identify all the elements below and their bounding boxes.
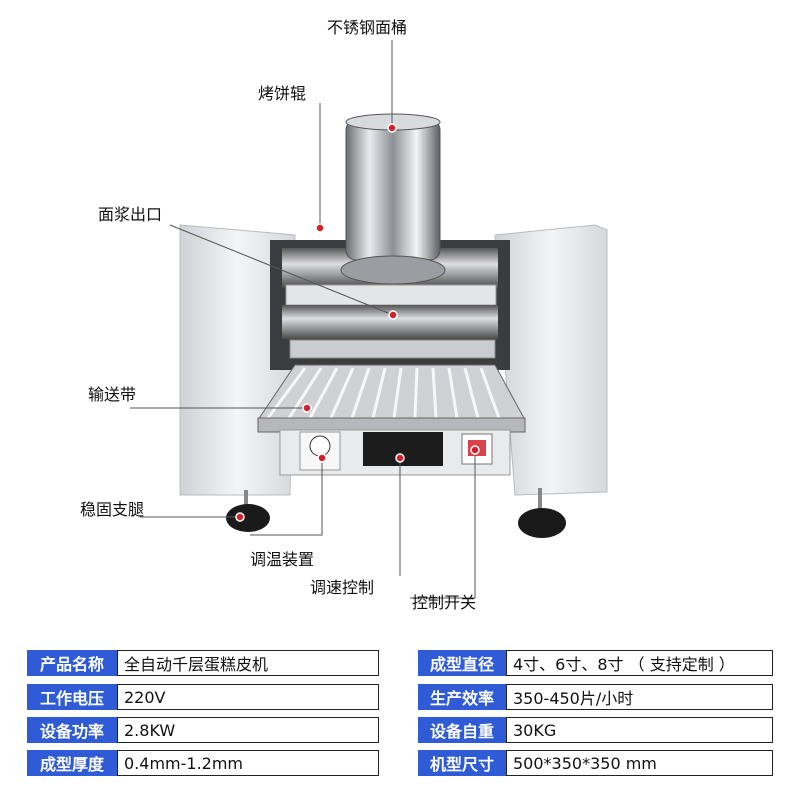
markers — [235, 123, 480, 522]
callout-switch: 控制开关 — [412, 593, 477, 612]
conveyor-slat — [308, 367, 339, 419]
callout-temp-control: 调温装置 — [250, 550, 315, 569]
spec-value: 30KG — [506, 717, 773, 743]
conveyor-slat — [287, 367, 323, 419]
stainless-barrel — [340, 113, 446, 285]
leader-lines — [130, 40, 476, 599]
spec-value: 全自动千层蛋糕皮机 — [117, 650, 379, 676]
callout-barrel: 不锈钢面桶 — [327, 18, 408, 37]
callout-leg: 稳固支腿 — [80, 500, 145, 519]
right-leg — [518, 488, 566, 538]
spec-row: 成型厚度 0.4mm-1.2mm — [27, 750, 379, 776]
conveyor-slat — [371, 367, 387, 419]
spec-label: 成型厚度 — [27, 750, 117, 776]
spec-label: 设备功率 — [27, 717, 117, 743]
spec-row: 设备自重 30KG — [418, 717, 773, 743]
left-leg — [226, 490, 270, 532]
conveyor-slat — [350, 367, 371, 419]
spec-label: 产品名称 — [27, 650, 117, 676]
callout-roller: 烤饼辊 — [258, 84, 307, 103]
spec-row: 机型尺寸 500*350*350 mm — [418, 750, 773, 776]
conveyor-slat — [431, 367, 438, 419]
conveyor-belt — [257, 364, 526, 433]
spec-row: 设备功率 2.8KW — [27, 717, 379, 743]
machine-illustration — [130, 40, 608, 599]
spec-label: 生产效率 — [418, 684, 506, 710]
conveyor-slat — [479, 367, 501, 419]
callout-conveyor: 输送带 — [88, 385, 137, 404]
conveyor-slat — [392, 367, 403, 419]
spec-value: 500*350*350 mm — [506, 750, 773, 776]
spec-value: 0.4mm-1.2mm — [117, 750, 379, 776]
spec-row: 生产效率 350-450片/小时 — [418, 684, 773, 710]
spec-label: 成型直径 — [418, 650, 506, 676]
spec-value: 4寸、6寸、8寸 （ 支持定制 ） — [506, 650, 773, 676]
callout-speed-control: 调速控制 — [310, 578, 375, 597]
conveyor-slat — [463, 367, 480, 419]
conveyor-slat — [447, 367, 459, 419]
spec-value: 350-450片/小时 — [506, 684, 773, 710]
conveyor-slat — [329, 367, 355, 419]
spec-value: 2.8KW — [117, 717, 379, 743]
right-side-panel — [494, 224, 608, 496]
spec-row: 成型直径 4寸、6寸、8寸 （ 支持定制 ） — [418, 650, 773, 676]
spec-label: 工作电压 — [27, 684, 117, 710]
conveyor-slat — [266, 367, 307, 419]
callout-batter-outlet: 面浆出口 — [98, 205, 163, 224]
spec-label: 机型尺寸 — [418, 750, 506, 776]
spec-value: 220V — [117, 684, 379, 710]
spec-row: 工作电压 220V — [27, 684, 379, 710]
conveyor-slat — [413, 367, 419, 419]
machine-body — [270, 240, 510, 370]
spec-label: 设备自重 — [418, 717, 506, 743]
spec-row: 产品名称 全自动千层蛋糕皮机 — [27, 650, 379, 676]
